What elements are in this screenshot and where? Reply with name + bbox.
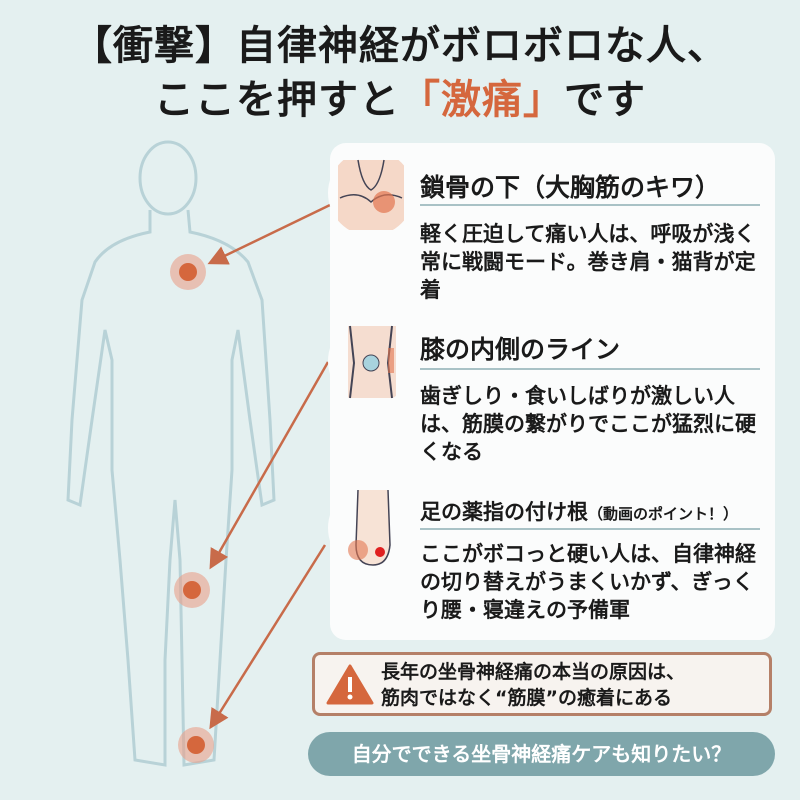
- point-1-body: 軽く圧迫して痛い人は、呼吸が浅く常に戦闘モード。巻き肩・猫背が定着: [420, 222, 756, 302]
- self-care-button[interactable]: 自分でできる坐骨神経痛ケアも知りたい？: [308, 732, 775, 776]
- pain-point-knee: [174, 572, 210, 608]
- warning-text: 長年の坐骨神経痛の本当の原因は、筋肉ではなく“筋膜”の癒着にある: [381, 659, 685, 711]
- title-line-2: ここを押すと「激痛」です: [0, 74, 800, 126]
- divider: [420, 368, 760, 370]
- point-3-body: ここがボコっと硬い人は、自律神経の切り替えがうまくいかず、ぎっくり腰・寝違えの予…: [420, 542, 756, 622]
- arrow-knee: [209, 361, 330, 570]
- warning-line-1: 長年の坐骨神経痛の本当の原因は、: [381, 661, 686, 683]
- foot-icon: [328, 485, 414, 571]
- title-accent: 「激痛」: [400, 77, 564, 123]
- arrow-foot: [209, 544, 327, 730]
- point-2-heading: 膝の内側のライン: [420, 335, 621, 364]
- point-3-heading: 足の薬指の付け根（動画のポイント！）: [420, 496, 738, 526]
- warning-box: 長年の坐骨神経痛の本当の原因は、筋肉ではなく“筋膜”の癒着にある: [312, 652, 772, 716]
- divider: [420, 204, 760, 206]
- point-3-title: 足の薬指の付け根: [420, 500, 588, 524]
- point-1-heading: 鎖骨の下（大胸筋のキワ）: [420, 173, 721, 202]
- divider: [420, 528, 760, 530]
- points-card: [330, 143, 775, 640]
- knee-icon: [328, 318, 414, 404]
- title-text: ここを押すと: [154, 77, 400, 123]
- point-3-note: （動画のポイント！）: [588, 505, 739, 523]
- body-outline: [66, 140, 276, 767]
- title-line-1: 【衝撃】自律神経がボロボロな人、: [72, 23, 728, 69]
- pain-point-foot: [178, 727, 214, 763]
- pain-point-chest: [170, 254, 206, 290]
- arrow-chest: [207, 203, 331, 265]
- collarbone-icon: [328, 150, 414, 236]
- warning-icon: [326, 664, 374, 705]
- title-text-end: です: [564, 77, 646, 123]
- point-2-body: 歯ぎしり・食いしばりが激しい人は、筋膜の繋がりでここが猛烈に硬くなる: [420, 384, 756, 464]
- warning-line-2: 筋肉ではなく“筋膜”の癒着にある: [381, 687, 672, 709]
